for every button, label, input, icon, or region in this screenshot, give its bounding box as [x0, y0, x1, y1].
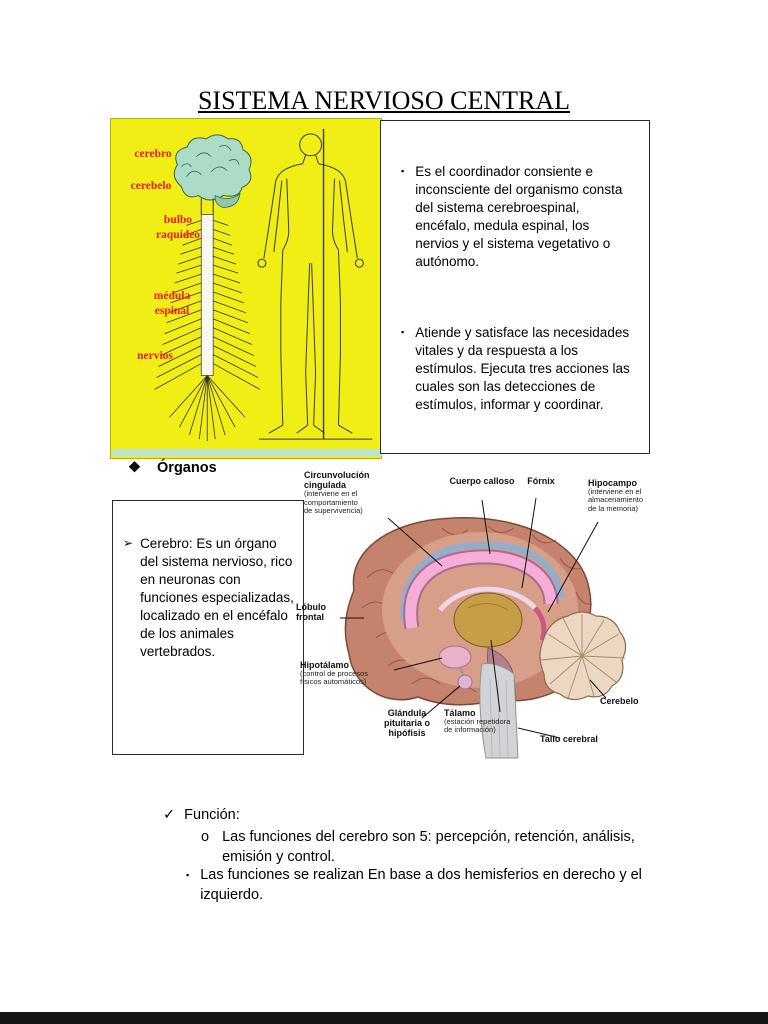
- viewer-bottom-bar: [0, 1012, 768, 1024]
- intro-bullet-1: ▪ Es el coordinador consiente e inconsci…: [401, 163, 635, 271]
- diagram-label-glandula-pituitaria: Glándula pituitaria o hipófisis: [383, 708, 430, 739]
- figure-bottom-strip: [111, 449, 383, 457]
- square-bullet-icon: ▪: [401, 326, 405, 337]
- cerebro-text: Cerebro: Es un órgano del sistema nervio…: [140, 536, 294, 659]
- pituitary-shape: [457, 674, 473, 690]
- corpus-callosum-shape: [405, 551, 557, 629]
- page-title: SISTEMA NERVIOSO CENTRAL: [197, 86, 571, 115]
- figure-label-cerebro: cerebro: [134, 148, 172, 160]
- funcion-heading-text: Función:: [184, 807, 240, 823]
- intro-bullet-1-text: Es el coordinador consiente e inconscien…: [415, 164, 623, 269]
- brain-diagram-illustration: [340, 497, 627, 759]
- diamond-bullet-icon: ❖: [128, 460, 141, 476]
- nervous-system-figure: cerebro cerebelo bulbo raquídeo médula e…: [110, 118, 383, 459]
- arrow-bullet-icon: ➢: [123, 536, 134, 550]
- funcion-item-2-text: Las funciones se realizan En base a dos …: [200, 867, 642, 903]
- thalamus-shape: [453, 592, 523, 648]
- cerebro-text-box: ➢ Cerebro: Es un órgano del sistema nerv…: [112, 500, 304, 755]
- cauda-equina: [169, 375, 246, 442]
- figure-label-cerebelo: cerebelo: [130, 180, 172, 192]
- square-bullet-icon: ▪: [401, 166, 405, 176]
- hippocampus-shape: [533, 606, 547, 641]
- funcion-item-1-text: Las funciones del cerebro son 5: percepc…: [222, 829, 635, 865]
- nervous-system-illustration: [111, 128, 383, 457]
- intro-bullet-2-text: Atiende y satisface las necesidades vita…: [415, 324, 630, 412]
- check-icon: ✓: [163, 807, 176, 823]
- funcion-heading: ✓ Función:: [163, 806, 240, 826]
- diagram-label-cerebelo: Cerebelo: [600, 696, 639, 706]
- figure-label-nervios: nervios: [137, 350, 173, 362]
- diagram-pointer-lines: [340, 497, 607, 739]
- diagram-label-cuerpo-calloso: Cuerpo calloso: [449, 476, 515, 486]
- figure-label-medula-espinal: médula espinal: [153, 290, 191, 317]
- figure-label-bulbo-raquideo: bulbo raquídeo: [155, 214, 201, 241]
- diagram-label-tallo-cerebral: Tallo cerebral: [540, 734, 598, 744]
- diagram-label-hipotalamo: Hipotálamo (control de procesos físicos …: [300, 660, 368, 687]
- cerebellum-shape: [214, 192, 241, 208]
- organos-heading: ❖ Órganos: [128, 460, 217, 476]
- intro-bullet-2: ▪ Atiende y satisface las necesidades vi…: [401, 324, 635, 414]
- funcion-item-1: o Las funciones del cerebro son 5: perce…: [201, 828, 679, 867]
- funcion-item-2: ▪ Las funciones se realizan En base a do…: [186, 866, 668, 905]
- organos-heading-text: Órganos: [157, 460, 217, 476]
- human-body-outline: [257, 128, 373, 440]
- diagram-label-talamo: Tálamo (estación repetidora de informaci…: [444, 708, 511, 735]
- fornix-shape: [438, 586, 537, 612]
- square-bullet-icon: ▪: [186, 870, 190, 880]
- diagram-label-fornix: Fórnix: [527, 476, 555, 486]
- circle-bullet-icon: o: [201, 829, 210, 845]
- diagram-label-hipocampo: Hipocampo (interviene en el almacenamien…: [588, 478, 644, 513]
- diagram-label-lobulo-frontal: Lóbulo frontal: [296, 602, 326, 623]
- cerebro-bullet: ➢ Cerebro: Es un órgano del sistema nerv…: [123, 535, 295, 661]
- spinal-nerves: [154, 220, 261, 390]
- brain-diagram: Circunvolución cingulada (interviene en …: [292, 468, 672, 763]
- cingulate-arc: [400, 541, 565, 621]
- intro-text-box: ▪ Es el coordinador consiente e inconsci…: [380, 120, 650, 454]
- diagram-label-circunvolucion-cingulada: Circunvolución cingulada (interviene en …: [304, 470, 370, 515]
- hypothalamus-shape: [438, 645, 472, 669]
- brain-shape: [173, 134, 252, 201]
